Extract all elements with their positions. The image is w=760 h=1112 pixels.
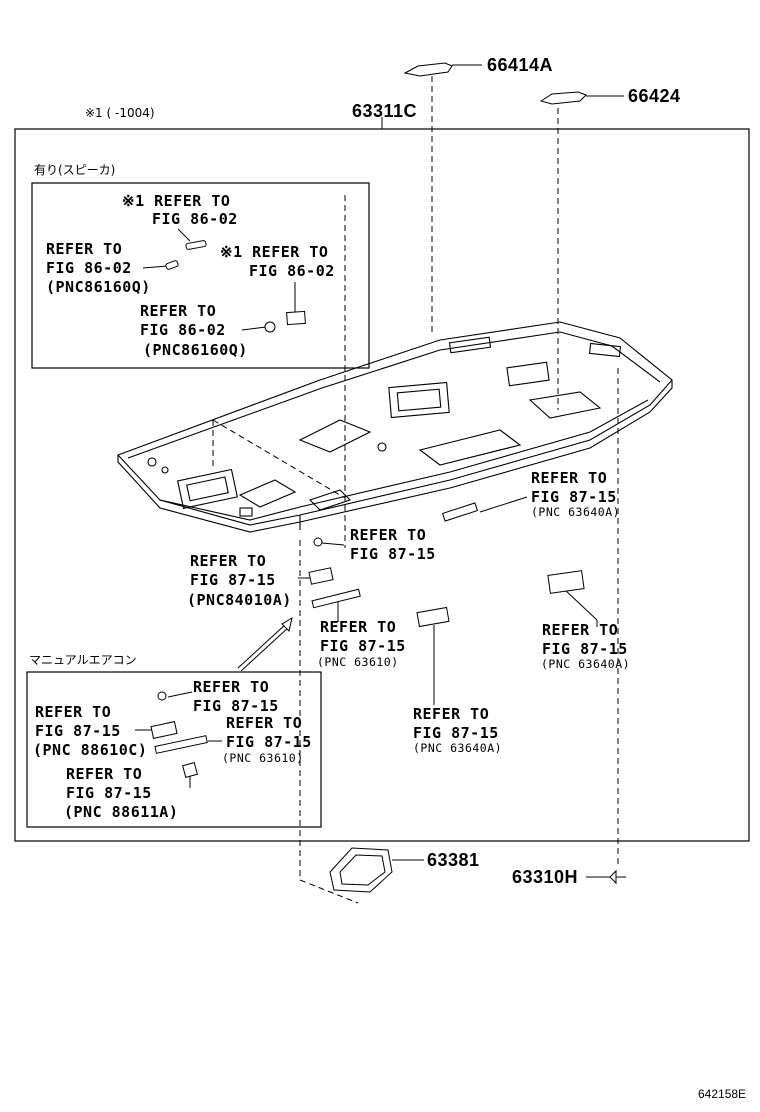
ref-pnc: (PNC 88610C) [33, 741, 148, 759]
ref-fig-link[interactable]: FIG 87-15 [413, 724, 499, 742]
ref-label: ※1 REFER TO [220, 243, 329, 261]
figure-id: 642158E [698, 1087, 747, 1101]
ref-fig-link[interactable]: FIG 87-15 [531, 488, 617, 506]
part-number-63311c[interactable]: 63311C [352, 101, 418, 121]
ref-pnc: (PNC 63610) [222, 751, 304, 765]
ref-pnc: (PNC86160Q) [46, 278, 151, 296]
ref-pnc: (PNC 63640A) [413, 741, 503, 755]
part-number-63310h[interactable]: 63310H [512, 867, 579, 887]
part-number-63381[interactable]: 63381 [427, 850, 480, 870]
ref-label: REFER TO [531, 469, 608, 487]
part-number-66414a[interactable]: 66414A [487, 55, 554, 75]
ref-fig-link[interactable]: FIG 87-15 [66, 784, 152, 802]
ref-label: REFER TO [66, 765, 143, 783]
ref-label: REFER TO [413, 705, 490, 723]
ref-label: REFER TO [226, 714, 303, 732]
ref-fig-link[interactable]: FIG 87-15 [226, 733, 312, 751]
manual-ac-box-title: マニュアルエアコン [29, 653, 137, 667]
ref-label: REFER TO [350, 526, 427, 544]
part-66414a-shape [403, 62, 453, 77]
part-66424-shape [539, 91, 587, 105]
ref-fig-link[interactable]: FIG 87-15 [193, 697, 279, 715]
speaker-box-title: 有り(スピーカ) [34, 163, 116, 177]
ref-fig-link[interactable]: FIG 86-02 [46, 259, 132, 277]
model-note: ※1 ( -1004) [85, 106, 155, 120]
ref-label: REFER TO [46, 240, 123, 258]
ref-fig-link[interactable]: FIG 87-15 [35, 722, 121, 740]
part-number-66424[interactable]: 66424 [628, 86, 681, 106]
ref-pnc: (PNC86160Q) [143, 341, 248, 359]
ref-fig-link[interactable]: FIG 87-15 [350, 545, 436, 563]
main-frame [14, 128, 750, 842]
headliner-panel [117, 321, 673, 533]
ref-fig-link[interactable]: FIG 86-02 [140, 321, 226, 339]
manual-ac-box-frame [26, 671, 322, 828]
ref-pnc: (PNC 63610) [317, 655, 399, 669]
ref-label: REFER TO [542, 621, 619, 639]
ref-pnc: (PNC 63640A) [541, 657, 631, 671]
ref-label: REFER TO [190, 552, 267, 570]
ref-fig-link[interactable]: FIG 87-15 [320, 637, 406, 655]
ref-fig-link[interactable]: FIG 87-15 [190, 571, 276, 589]
ref-fig-link[interactable]: FIG 86-02 [249, 262, 335, 280]
ref-pnc: (PNC 63640A) [531, 505, 621, 519]
ref-fig-link[interactable]: FIG 86-02 [152, 210, 238, 228]
ref-pnc: (PNC 88611A) [64, 803, 179, 821]
ref-label: REFER TO [193, 678, 270, 696]
ref-label: ※1 REFER TO [122, 192, 231, 210]
ref-fig-link[interactable]: FIG 87-15 [542, 640, 628, 658]
ref-label: REFER TO [320, 618, 397, 636]
ref-label: REFER TO [35, 703, 112, 721]
speaker-box-frame [31, 182, 370, 369]
ref-label: REFER TO [140, 302, 217, 320]
ref-pnc: (PNC84010A) [187, 591, 292, 609]
